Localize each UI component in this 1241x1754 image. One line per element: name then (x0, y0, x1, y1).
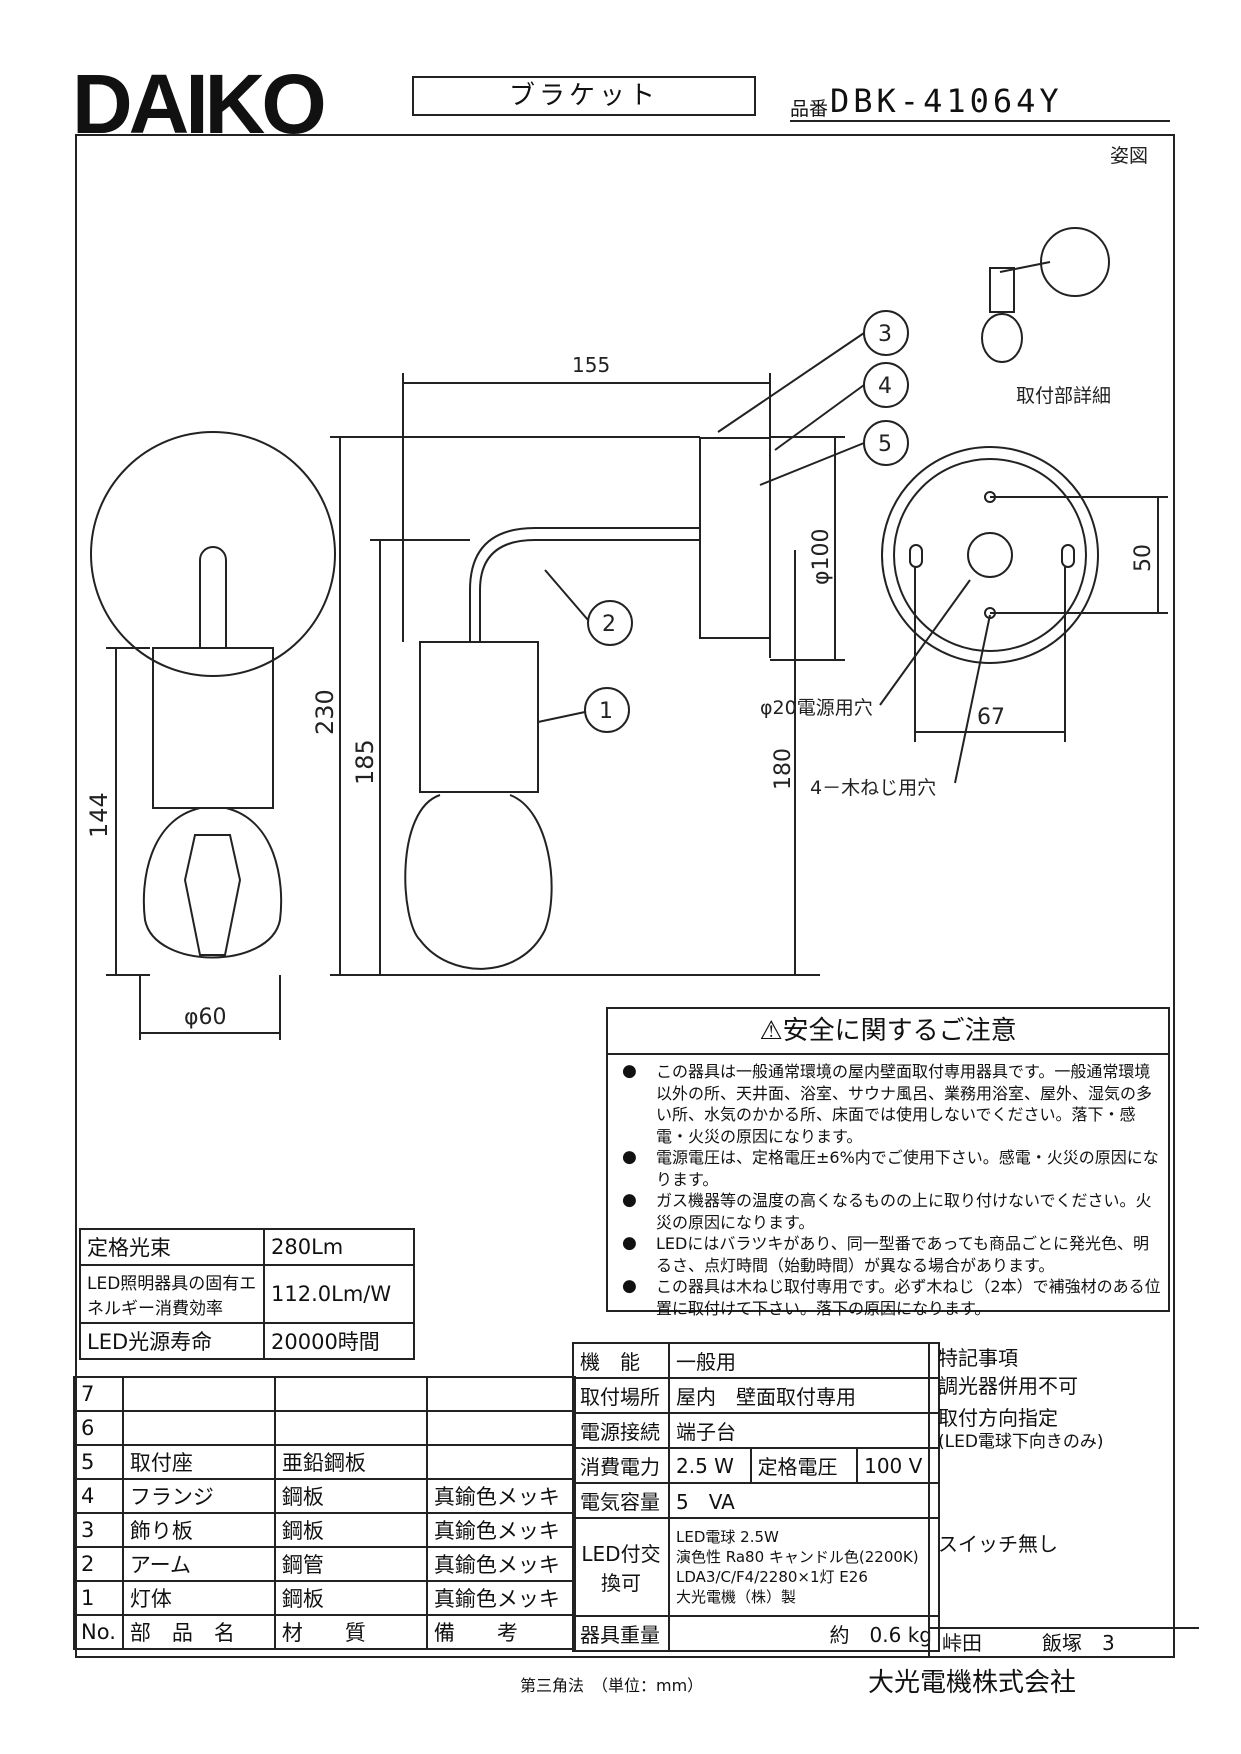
front-body (152, 647, 274, 809)
notes-line: (LED電球下向きのみ) (938, 1432, 1104, 1452)
callout-1: 1 (599, 699, 613, 724)
callout-5: 5 (878, 432, 892, 457)
revision-no: 3 (1102, 1631, 1115, 1655)
safety-caution: ⚠安全に関するご注意 この器具は一般通常環境の屋内壁面取付専用器具です。一般通常… (606, 1007, 1170, 1318)
hole-power-label: φ20電源用穴 (760, 697, 873, 719)
dim-185: 185 (351, 739, 379, 785)
part-number: 品番 DBK-41064Y (790, 82, 1170, 122)
caution-item: この器具は一般通常環境の屋内壁面取付専用器具です。一般通常環境以外の所、天井面、… (618, 1061, 1162, 1147)
dim-144: 144 (85, 792, 113, 838)
lamp-line: 大光電機（株）製 (676, 1588, 797, 1606)
product-type: ブラケット (412, 76, 756, 116)
spec-label: LED光源寿命 (79, 1322, 265, 1360)
warning-icon: ⚠ (759, 1016, 783, 1046)
front-bulb (142, 807, 283, 959)
lamp-line: LDA3/C/F4/2280×1灯 E26 (676, 1568, 868, 1586)
caution-item: ガス機器等の温度の高くなるものの上に取り付けないでください。火災の原因になります… (618, 1190, 1162, 1233)
part-number-value: DBK-41064Y (830, 82, 1063, 120)
spec-label: 定格光束 (79, 1228, 265, 1266)
table-row: 7 (73, 1376, 576, 1412)
dim-phi100: φ100 (809, 528, 834, 585)
drawing-frame (75, 134, 1175, 1658)
dim-230: 230 (311, 689, 339, 735)
dim-180: 180 (771, 748, 796, 790)
mount-outer (881, 446, 1099, 664)
weight-approx: 約 (829, 1623, 850, 1647)
callout-4: 4 (878, 374, 892, 399)
notes-title: 特記事項 (938, 1346, 1018, 1370)
detail-label: 取付部詳細 (1016, 385, 1111, 407)
dim-phi60: φ60 (184, 1005, 227, 1030)
spec-value: 112.0Lm/W (263, 1264, 415, 1324)
signatures: 峠田 飯塚 3 (930, 1627, 1199, 1657)
notes-line: 取付方向指定 (938, 1406, 1058, 1430)
lamp-line: LED電球 2.5W (676, 1528, 779, 1546)
spec-label: LED照明器具の固有エネルギー消費効率 (79, 1264, 265, 1324)
callout-3: 3 (878, 322, 892, 347)
caution-title: ⚠安全に関するご注意 (608, 1009, 1168, 1055)
caution-item: 電源電圧は、定格電圧±6%内でご使用下さい。感電・火災の原因になります。 (618, 1147, 1162, 1190)
dim-155: 155 (572, 353, 610, 377)
hole-screw-label: 4－木ねじ用穴 (810, 777, 936, 799)
front-flange (90, 431, 336, 677)
caution-item: LEDにはバラツキがあり、同一型番であっても商品ごとに発光色、明るさ、点灯時間（… (618, 1233, 1162, 1276)
view-label: 姿図 (1110, 145, 1148, 167)
lamp-line: 演色性 Ra80 キャンドル色(2200K) (676, 1548, 919, 1566)
table-header: No.部 品 名材 質備 考 (73, 1614, 576, 1650)
company-name: 大光電機株式会社 (868, 1668, 1077, 1698)
dim-50: 50 (1131, 544, 1156, 572)
projection-note: 第三角法 （単位：mm） (520, 1676, 704, 1695)
special-notes: 特記事項 調光器併用不可 取付方向指定 (LED電球下向きのみ) スイッチ無し … (928, 1342, 1199, 1658)
callout-2: 2 (602, 612, 616, 637)
spec-value: 20000時間 (263, 1322, 415, 1360)
spec-value: 280Lm (263, 1228, 415, 1266)
table-row: 6 (73, 1410, 576, 1446)
caution-item: この器具は木ねじ取付専用です。必ず木ねじ（2本）で補強材のある位置に取付けて下さ… (618, 1276, 1162, 1319)
dim-67: 67 (977, 705, 1005, 730)
notes-line: スイッチ無し (938, 1532, 1058, 1556)
daiko-logo: DAIKO (72, 57, 327, 151)
part-number-label: 品番 (790, 98, 829, 120)
weight-value: 0.6 kg (869, 1623, 932, 1647)
notes-line: 調光器併用不可 (938, 1374, 1078, 1398)
